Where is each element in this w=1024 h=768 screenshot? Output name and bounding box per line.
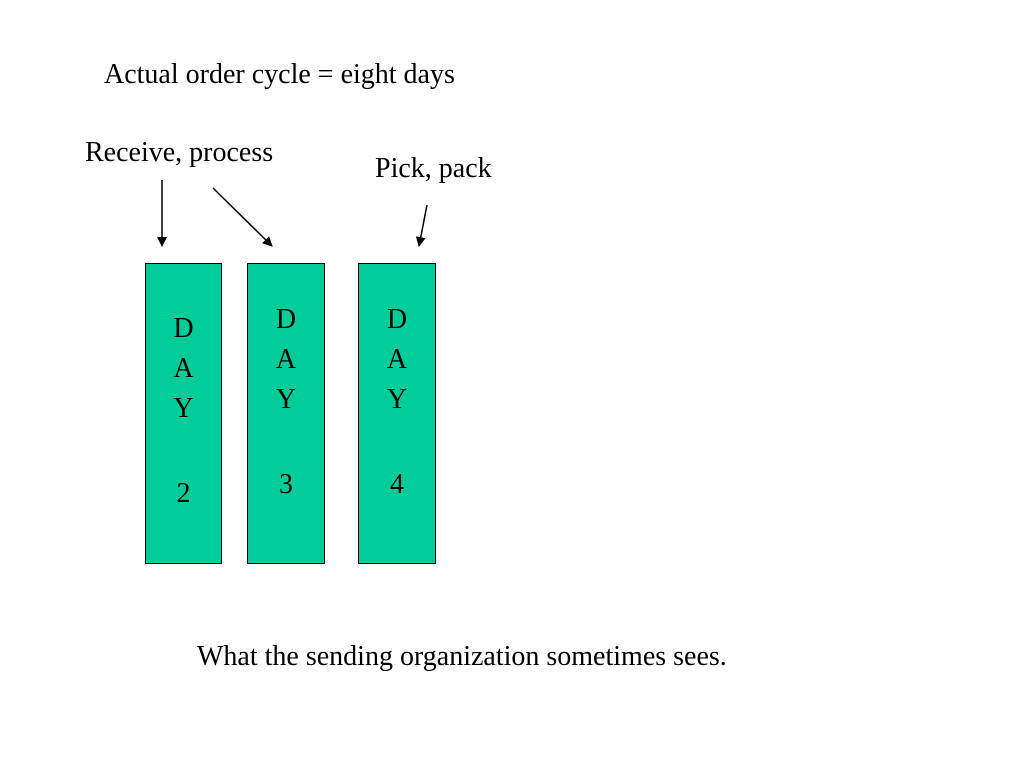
day-spacer (146, 429, 221, 474)
slide-caption: What the sending organization sometimes … (197, 641, 727, 672)
day-number: 4 (390, 469, 404, 500)
arrow-process-to-day-3 (212, 187, 273, 247)
day-letter: D (275, 304, 297, 335)
day-letter: D (386, 304, 408, 335)
day-letter: A (173, 353, 194, 384)
day-box-4: D A Y 4 (358, 263, 436, 564)
day-letter: D (173, 313, 194, 344)
label-receive-process: Receive, process (85, 137, 274, 168)
day-letter: A (386, 344, 408, 375)
day-spacer (248, 420, 324, 465)
slide-title: Actual order cycle = eight days (104, 59, 455, 90)
day-box-3: D A Y 3 (247, 263, 325, 564)
label-pick-pack: Pick, pack (375, 153, 492, 184)
day-number: 3 (279, 469, 293, 500)
day-box-2-text: D A Y 2 (146, 309, 221, 514)
day-letter: Y (386, 384, 408, 415)
day-spacer (359, 420, 435, 465)
day-box-2: D A Y 2 (145, 263, 222, 564)
day-box-3-text: D A Y 3 (248, 300, 324, 505)
day-letter: Y (275, 384, 297, 415)
day-letter: Y (173, 393, 194, 424)
day-letter: A (275, 344, 297, 375)
day-number: 2 (176, 478, 191, 509)
arrow-pick-pack-to-day-4 (415, 204, 428, 247)
day-box-4-text: D A Y 4 (359, 300, 435, 505)
